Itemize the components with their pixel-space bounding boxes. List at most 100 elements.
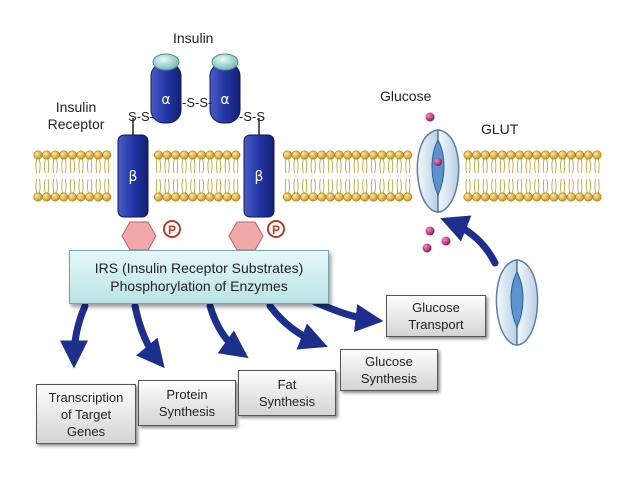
lipid-head xyxy=(205,150,215,160)
lipid-head xyxy=(67,192,77,202)
lipid-head xyxy=(592,192,602,202)
glucose-molecule xyxy=(425,226,435,236)
glut-transporter-vesicle xyxy=(495,259,539,346)
glucose-label: Glucose xyxy=(380,88,432,104)
lipid-head xyxy=(102,192,112,202)
lipid-head xyxy=(308,192,318,202)
arrow-to-glucose-synthesis xyxy=(266,302,328,350)
beta-label-left: β xyxy=(129,169,138,185)
lipid-head xyxy=(317,192,327,202)
lipid-head xyxy=(50,192,60,202)
glut-label: GLUT xyxy=(481,121,519,137)
lipid-head xyxy=(93,192,103,202)
outcome-glucose-transport: Glucose Transport xyxy=(386,295,486,337)
lipid-head xyxy=(171,192,181,202)
disulfide-right: -S-S xyxy=(239,109,265,124)
lipid-head xyxy=(377,150,387,160)
lipid-head xyxy=(343,150,353,160)
lipid-head xyxy=(386,192,396,202)
alpha-label-right: α xyxy=(220,92,229,108)
glut-transporter-membrane xyxy=(416,129,460,213)
outcome-glucose-synthesis: Glucose Synthesis xyxy=(340,349,438,391)
lipid-head xyxy=(489,150,499,160)
lipid-head xyxy=(360,150,370,160)
lipid-head xyxy=(325,150,335,160)
lipid-head xyxy=(532,192,542,202)
lipid-head xyxy=(196,192,206,202)
lipid-head xyxy=(583,192,593,202)
insulin-receptor-right: β xyxy=(243,118,275,218)
outcome-transcription: Transcription of Target Genes xyxy=(36,384,136,444)
lipid-head xyxy=(515,192,525,202)
lipid-head xyxy=(566,150,576,160)
lipid-head xyxy=(549,150,559,160)
lipid-head xyxy=(583,150,593,160)
lipid-head xyxy=(497,150,507,160)
alpha-label-left: α xyxy=(161,92,170,108)
lipid-head xyxy=(472,192,482,202)
glucose-molecule xyxy=(425,112,435,122)
lipid-head xyxy=(308,150,318,160)
lipid-head xyxy=(386,150,396,160)
lipid-head xyxy=(523,150,533,160)
lipid-head xyxy=(480,192,490,202)
lipid-head xyxy=(403,150,413,160)
lipid-head xyxy=(480,150,490,160)
lipid-head xyxy=(291,192,301,202)
lipid-head xyxy=(334,192,344,202)
lipid-head xyxy=(566,192,576,202)
lipid-head xyxy=(222,192,232,202)
lipid-head xyxy=(42,192,52,202)
lipid-head xyxy=(76,150,86,160)
lipid-head xyxy=(85,150,95,160)
lipid-head xyxy=(205,192,215,202)
lipid-head xyxy=(171,150,181,160)
lipid-head xyxy=(93,150,103,160)
lipid-head xyxy=(214,192,224,202)
irs-box: IRS (Insulin Receptor Substrates) Phosph… xyxy=(69,250,329,304)
lipid-head xyxy=(42,150,52,160)
lipid-head xyxy=(282,192,292,202)
lipid-head xyxy=(291,150,301,160)
lipid-head xyxy=(558,192,568,202)
svg-text:P: P xyxy=(168,223,176,237)
lipid-head xyxy=(532,150,542,160)
phospho-site-left: P xyxy=(121,220,181,251)
lipid-head xyxy=(153,192,163,202)
insulin-molecule-left xyxy=(152,53,180,71)
alpha-subunit-left: α xyxy=(150,53,182,124)
lipid-head xyxy=(59,192,69,202)
lipid-head xyxy=(368,150,378,160)
disulfide-left: S-S- xyxy=(128,109,154,124)
lipid-head xyxy=(558,150,568,160)
lipid-head xyxy=(540,150,550,160)
irs-line1: IRS (Insulin Receptor Substrates) xyxy=(94,260,304,276)
lipid-head xyxy=(50,150,60,160)
insulin-receptor-label: Insulin Receptor xyxy=(47,99,105,132)
lipid-head xyxy=(33,150,43,160)
lipid-head xyxy=(76,192,86,202)
lipid-head xyxy=(231,192,241,202)
lipid-head xyxy=(188,192,198,202)
lipid-head xyxy=(540,192,550,202)
lipid-head xyxy=(394,192,404,202)
outcome-protein-synthesis: Protein Synthesis xyxy=(138,380,236,426)
lipid-head xyxy=(351,150,361,160)
insulin-receptor-left: β xyxy=(117,118,149,218)
lipid-head xyxy=(549,192,559,202)
svg-text:P: P xyxy=(272,223,280,237)
signal-arrows xyxy=(60,215,499,369)
lipid-head xyxy=(33,192,43,202)
lipid-head xyxy=(325,192,335,202)
lipid-head xyxy=(188,150,198,160)
lipid-head xyxy=(196,150,206,160)
lipid-head xyxy=(515,150,525,160)
alpha-subunit-right: α xyxy=(209,53,241,124)
lipid-head xyxy=(506,150,516,160)
arrow-to-transcription xyxy=(60,302,89,369)
lipid-head xyxy=(360,192,370,202)
outcome-fat-synthesis: Fat Synthesis xyxy=(238,370,336,416)
lipid-head xyxy=(162,192,172,202)
lipid-head xyxy=(222,150,232,160)
